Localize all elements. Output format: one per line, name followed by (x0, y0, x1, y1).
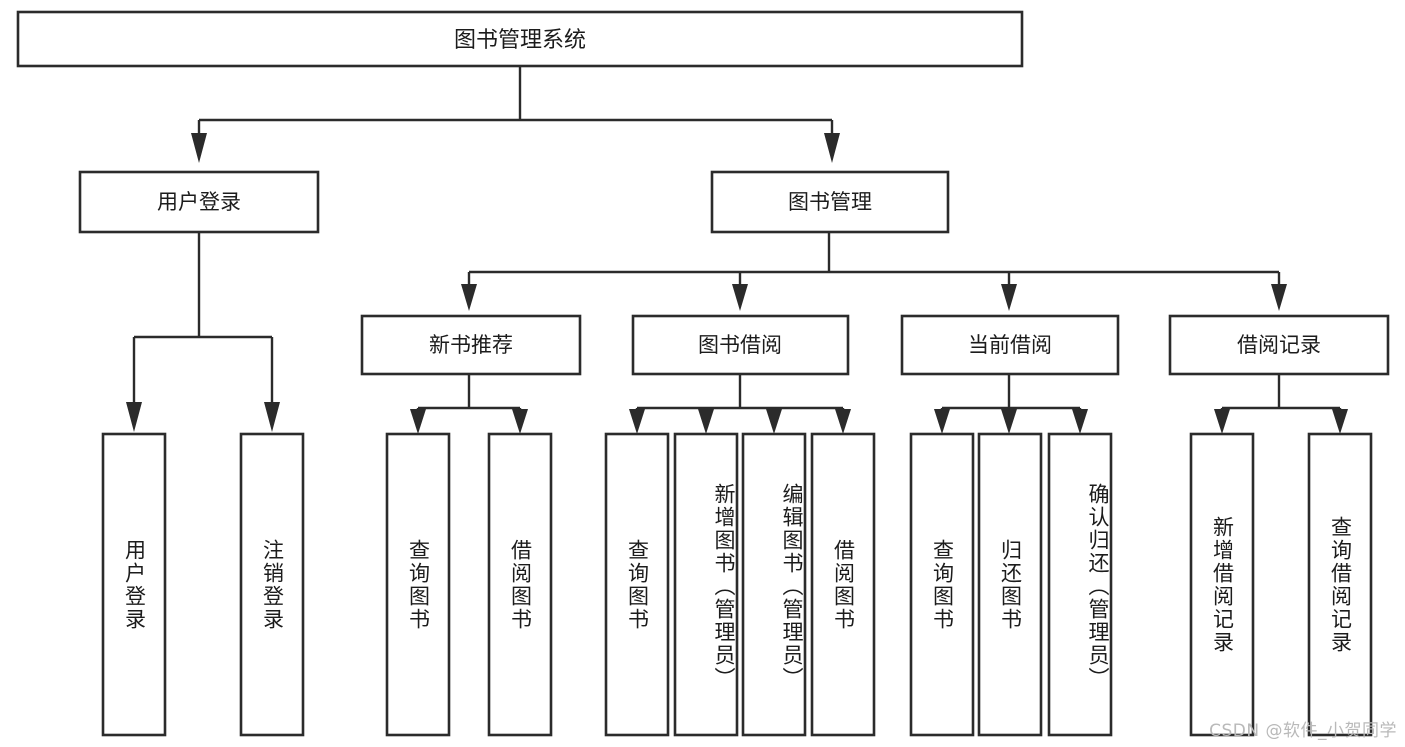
node-current-borrow[interactable]: 当前借阅 (900, 314, 1120, 376)
arrowhead-book-mgmt (824, 133, 840, 163)
node-current-borrow-box[interactable] (900, 314, 1120, 376)
node-book-borrow-label: 图书借阅 (698, 333, 782, 357)
node-root[interactable]: 图书管理系统 (16, 10, 1024, 68)
connector-group-book-mgmt (461, 232, 1287, 311)
leaf-box-add-record[interactable] (1189, 432, 1255, 737)
connector-group-borrow-record (1214, 374, 1348, 434)
node-borrow-record-label: 借阅记录 (1237, 333, 1321, 357)
connector-group-new-book-recommend (410, 374, 528, 434)
csdn-watermark: CSDN @软件_小贺同学 (1209, 721, 1397, 741)
node-user-login-box[interactable] (78, 170, 320, 234)
leaf-box-user-login[interactable] (101, 432, 167, 737)
leaf-boxes (101, 432, 1373, 737)
leaf-box-borrow-book-a[interactable] (487, 432, 553, 737)
leaf-box-query-book-b[interactable] (604, 432, 670, 737)
arrowhead-leaf-user-login (126, 402, 142, 432)
arrowhead-leaf-query-book-c (934, 409, 950, 434)
node-root-label: 图书管理系统 (454, 28, 586, 53)
connector-group-user-login (126, 232, 280, 432)
arrowhead-leaf-edit-book (766, 409, 782, 434)
arrowhead-leaf-query-record (1332, 409, 1348, 434)
leaf-box-confirm-return[interactable] (1047, 432, 1113, 737)
arrowhead-leaf-add-record (1214, 409, 1230, 434)
node-user-login-label: 用户登录 (157, 190, 241, 214)
arrowhead-current-borrow (1001, 284, 1017, 311)
node-user-login[interactable]: 用户登录 (78, 170, 320, 234)
arrowhead-borrow-record (1271, 284, 1287, 311)
leaf-box-return-book[interactable] (977, 432, 1043, 737)
leaf-box-query-book-a[interactable] (385, 432, 451, 737)
arrowhead-new-book-recommend (461, 284, 477, 311)
connector-group-current-borrow (934, 374, 1088, 434)
node-book-management[interactable]: 图书管理 (710, 170, 950, 234)
leaf-box-logout[interactable] (239, 432, 305, 737)
arrowhead-leaf-return-book (1001, 409, 1017, 434)
node-root-box[interactable] (16, 10, 1024, 68)
arrowhead-leaf-query-book-a (410, 409, 426, 434)
connector-group-root (191, 65, 840, 163)
node-current-borrow-label: 当前借阅 (968, 333, 1052, 357)
arrowhead-book-borrow (732, 284, 748, 311)
arrowhead-leaf-logout (264, 402, 280, 432)
node-book-borrow-box[interactable] (631, 314, 850, 376)
arrowhead-leaf-query-book-b (629, 409, 645, 434)
arrowhead-user-login (191, 133, 207, 163)
arrowhead-leaf-confirm-return (1072, 409, 1088, 434)
node-borrow-record-box[interactable] (1168, 314, 1390, 376)
leaf-box-query-record[interactable] (1307, 432, 1373, 737)
leaf-box-add-book[interactable] (673, 432, 739, 737)
node-book-management-box[interactable] (710, 170, 950, 234)
node-new-book-recommend[interactable]: 新书推荐 (360, 314, 582, 376)
arrowhead-leaf-borrow-book-b (835, 409, 851, 434)
node-new-book-recommend-label: 新书推荐 (429, 333, 513, 357)
leaf-box-query-book-c[interactable] (909, 432, 975, 737)
node-book-borrow[interactable]: 图书借阅 (631, 314, 850, 376)
leaf-box-borrow-book-b[interactable] (810, 432, 876, 737)
arrowhead-leaf-borrow-book-a (512, 409, 528, 434)
node-new-book-recommend-box[interactable] (360, 314, 582, 376)
node-book-management-label: 图书管理 (788, 190, 872, 214)
connector-group-book-borrow (629, 374, 851, 434)
node-borrow-record[interactable]: 借阅记录 (1168, 314, 1390, 376)
leaf-box-edit-book[interactable] (741, 432, 807, 737)
arrowhead-leaf-add-book (698, 409, 714, 434)
